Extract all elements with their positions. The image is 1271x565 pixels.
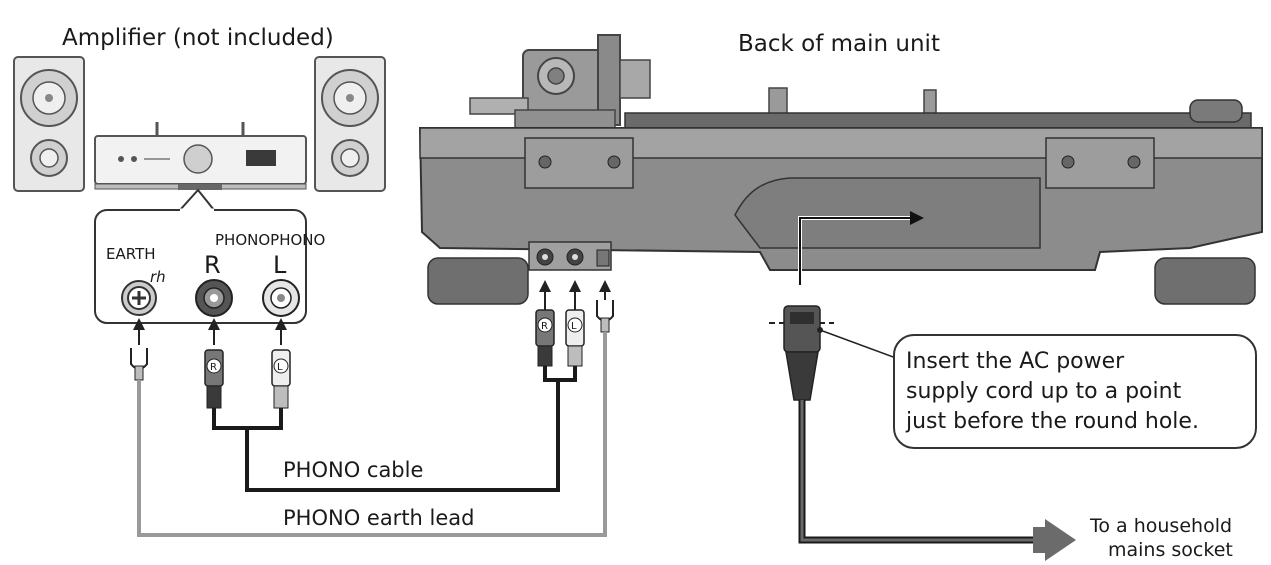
back-unit-title: Back of main unit (738, 31, 940, 57)
rca-jack-icon (195, 279, 233, 317)
plug-r-label: R (210, 362, 217, 373)
terminal-l-label: L (273, 251, 287, 279)
ac-note-line-1: Insert the AC power (906, 349, 1125, 374)
plug-l-label: L (277, 362, 283, 373)
right-speaker (314, 56, 386, 192)
amplifier-title: Amplifier (not included) (62, 25, 334, 51)
rca-plug-r: R (535, 309, 555, 367)
rca-plug-r: R (204, 349, 224, 409)
amplifier-unit (94, 122, 307, 190)
left-hinge (524, 137, 634, 189)
arrow-right-icon (1033, 519, 1076, 561)
turntable-phono-plugs: R L (535, 280, 614, 367)
phono-cable (212, 366, 577, 492)
rca-plug-l: L (271, 349, 291, 409)
phono-cable-label: PHONO cable (283, 458, 423, 482)
earth-symbol-icon: rh (150, 268, 166, 286)
ac-cord-note-box (893, 334, 1257, 449)
plug-r-label: R (541, 321, 548, 332)
amplifier-illustration: EARTH rh PHONOPHONO R L (13, 56, 386, 324)
tonearm (469, 34, 651, 129)
terminal-r-label: R (204, 251, 221, 279)
plug-l-label: L (571, 321, 577, 332)
phono-earth-lead (137, 332, 607, 537)
spade-lug-icon (596, 300, 614, 333)
phono-header-label: PHONOPHONO (215, 231, 325, 249)
left-speaker (13, 56, 85, 192)
rca-jack-icon (262, 279, 300, 317)
ac-note-line-3: just before the round hole. (905, 409, 1199, 434)
ac-plug-icon (769, 305, 834, 401)
earth-screw-icon (121, 280, 157, 316)
rca-plug-l: L (565, 309, 585, 367)
socket-label-line-2: mains socket (1108, 539, 1233, 561)
phono-earth-lead-label: PHONO earth lead (283, 506, 475, 530)
earth-label: EARTH (106, 245, 156, 263)
turntable-back-illustration (418, 34, 1263, 305)
amplifier-phono-plugs: R L (130, 318, 291, 409)
socket-label-line-1: To a household (1089, 515, 1232, 537)
right-hinge (1045, 137, 1155, 189)
spade-lug-icon (130, 348, 148, 381)
ac-note-line-2: supply cord up to a point (906, 379, 1182, 404)
